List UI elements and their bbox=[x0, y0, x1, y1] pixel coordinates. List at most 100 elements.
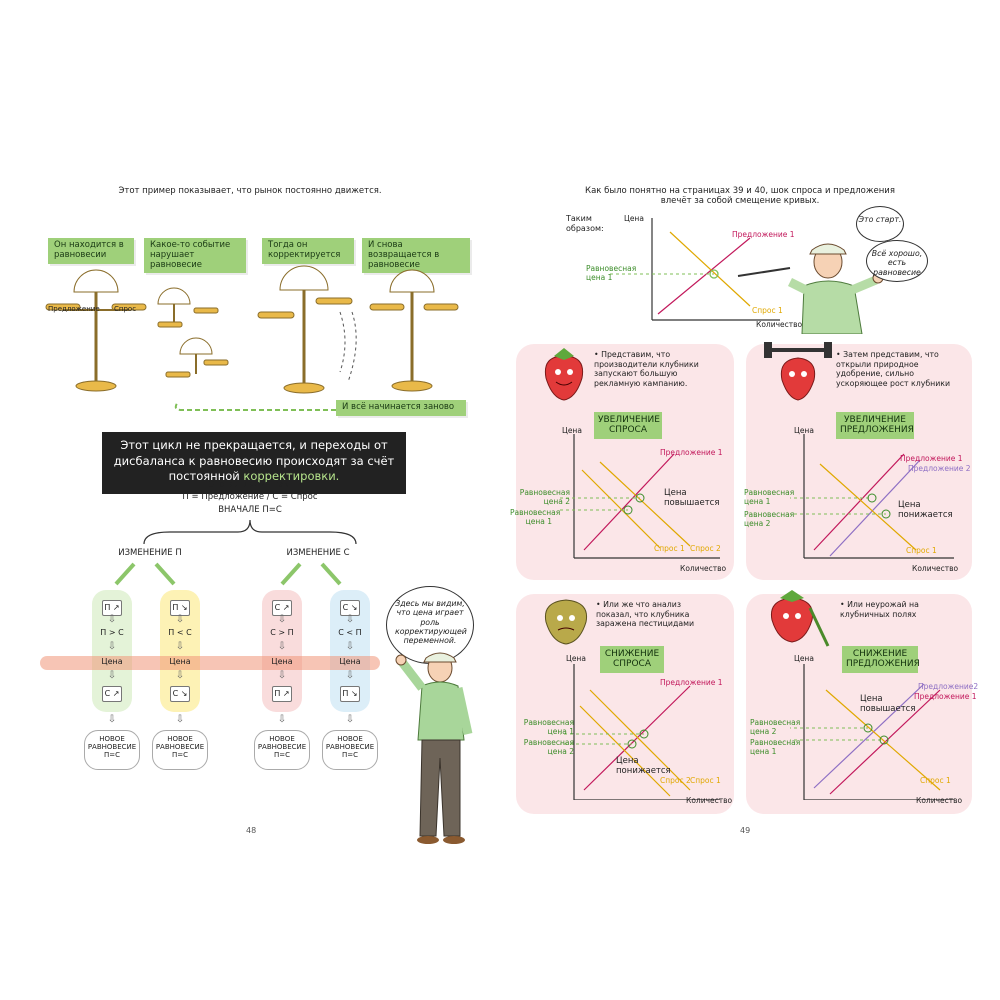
strawberry-strong bbox=[764, 342, 832, 401]
col2-arrow-1: ⇩ bbox=[175, 614, 185, 625]
panel4-chart bbox=[790, 664, 954, 800]
bubble-good: Всё хорошо, есть равновесие bbox=[866, 240, 928, 282]
restart-tag: И всё начинается заново bbox=[336, 400, 466, 416]
scale-tag-2: Какое-то событие нарушает равновесие bbox=[144, 238, 246, 274]
panel3-d1: Спрос 1 bbox=[690, 776, 721, 785]
top-ylabel: Цена bbox=[624, 214, 644, 223]
top-eq-label: Равновесная цена 1 bbox=[586, 264, 637, 282]
col2-arrow-4: ⇩ bbox=[175, 714, 185, 725]
col3-end: П ↗ bbox=[272, 686, 292, 702]
col4-arrow-1: ⇩ bbox=[345, 614, 355, 625]
col3-arrow-1: ⇩ bbox=[277, 614, 287, 625]
panel2-s2: Предложение 2 bbox=[908, 464, 971, 473]
strawberry-crying bbox=[770, 590, 830, 647]
col4-mid: С < П bbox=[338, 628, 362, 637]
col1-top: П ↗ bbox=[102, 600, 122, 616]
col4-arrow-3: ⇩ bbox=[345, 670, 355, 681]
pointer-stick bbox=[737, 267, 791, 277]
panel4-note: Цена повышается bbox=[860, 694, 916, 714]
col1-end: С ↗ bbox=[102, 686, 122, 702]
panel4-eq-bottom: Равновесная цена 1 bbox=[750, 738, 801, 756]
restart-arrow bbox=[174, 401, 448, 411]
scale-tag-1: Он находится в равновесии bbox=[48, 238, 134, 264]
branch-arrows bbox=[114, 562, 342, 586]
col2-end: С ↘ bbox=[170, 686, 190, 702]
black-box-line-3b: корректировки. bbox=[243, 469, 340, 484]
panel1-supply: Предложение 1 bbox=[660, 448, 723, 457]
initial-state: ВНАЧАЛЕ П=С bbox=[218, 505, 282, 515]
col2-price: Цена bbox=[169, 657, 191, 666]
col2-arrow-3: ⇩ bbox=[175, 670, 185, 681]
col3-mid: С > П bbox=[270, 628, 294, 637]
panel1-eq-bottom: Равновесная цена 1 bbox=[510, 508, 561, 526]
col1-arrow-2: ⇩ bbox=[107, 641, 117, 652]
panel2-note: Цена понижается bbox=[898, 500, 953, 520]
looks-like: Это выглядит так: bbox=[208, 480, 292, 490]
panel1-text: • Представим, что производители клубники… bbox=[594, 350, 699, 389]
panel1-chart bbox=[560, 434, 720, 559]
panel3-eq-top: Равновесная цена 1 bbox=[523, 718, 574, 736]
panel2-xlabel: Количество bbox=[912, 564, 959, 573]
top-chart-prefix: Таким образом: bbox=[566, 214, 604, 233]
top-xlabel: Количество bbox=[756, 320, 803, 329]
panel3-title: СНИЖЕНИЕ СПРОСА bbox=[600, 646, 664, 673]
panel3-ylabel: Цена bbox=[566, 654, 586, 663]
panel3-chart bbox=[560, 664, 720, 800]
col4-price: Цена bbox=[339, 657, 361, 666]
panel1-d1: Спрос 1 bbox=[654, 544, 685, 553]
panel3-text: • Или же что анализ показал, что клубник… bbox=[596, 600, 695, 629]
col3-arrow-2: ⇩ bbox=[277, 641, 287, 652]
panel4-s1: Предложение 1 bbox=[914, 692, 977, 701]
panel3-xlabel: Количество bbox=[686, 796, 733, 805]
panel2-eq-top: Равновесная цена 1 bbox=[744, 488, 795, 506]
panel3-note: Цена понижается bbox=[616, 756, 671, 776]
panel2-ylabel: Цена bbox=[794, 426, 814, 435]
branch-right-label: ИЗМЕНЕНИЕ С bbox=[286, 548, 350, 558]
panel4-xlabel: Количество bbox=[916, 796, 963, 805]
price-highlight-band bbox=[40, 656, 380, 670]
col1-arrow-1: ⇩ bbox=[107, 614, 117, 625]
panel3-supply: Предложение 1 bbox=[660, 678, 723, 687]
col4-arrow-2: ⇩ bbox=[345, 641, 355, 652]
panel2-title: УВЕЛИЧЕНИЕ ПРЕДЛОЖЕНИЯ bbox=[836, 412, 914, 439]
bubble-start: Это старт. bbox=[856, 206, 904, 242]
man-character-left bbox=[395, 652, 473, 844]
scale-tag-3: Тогда он корректируется bbox=[262, 238, 354, 264]
panel2-demand: Спрос 1 bbox=[906, 546, 937, 555]
panel2-text: • Затем представим, что открыли природно… bbox=[836, 350, 951, 389]
col4-arrow-4: ⇩ bbox=[345, 714, 355, 725]
col3-arrow-4: ⇩ bbox=[277, 714, 287, 725]
black-box-line-2: дисбаланса к равновесию происходят за сч… bbox=[113, 453, 395, 468]
panel2-chart bbox=[790, 434, 954, 559]
col2-arrow-2: ⇩ bbox=[175, 641, 185, 652]
speech-bubble-left: Здесь мы видим, что цена играет роль кор… bbox=[386, 586, 474, 664]
cycle-black-box: Этот цикл не прекращается, и переходы от… bbox=[102, 432, 406, 494]
balance-scales-illustration bbox=[45, 265, 459, 394]
top-chart bbox=[610, 218, 780, 321]
panel2-eq-bottom: Равновесная цена 2 bbox=[744, 510, 795, 528]
black-box-line-3a: постоянной bbox=[168, 469, 244, 484]
right-intro-1: Как было понятно на страницах 39 и 40, ш… bbox=[585, 186, 895, 196]
panel4-eq-top: Равновесная цена 2 bbox=[750, 718, 801, 736]
panel3-d2: Спрос 2 bbox=[660, 776, 691, 785]
panel1-title: УВЕЛИЧЕНИЕ СПРОСА bbox=[594, 412, 662, 439]
panel2-s1: Предложение 1 bbox=[900, 454, 963, 463]
strawberry-sick bbox=[544, 599, 588, 645]
right-page-number: 49 bbox=[740, 826, 751, 835]
panel1-d2: Спрос 2 bbox=[690, 544, 721, 553]
panel1-eq-top: Равновесная цена 2 bbox=[519, 488, 570, 506]
col4-top: С ↘ bbox=[340, 600, 360, 616]
top-supply-label: Предложение 1 bbox=[732, 230, 795, 239]
top-demand-label: Спрос 1 bbox=[752, 306, 783, 315]
top-supply-line bbox=[657, 237, 751, 315]
panel1-note: Цена повышается bbox=[664, 488, 720, 508]
branch-left-label: ИЗМЕНЕНИЕ П bbox=[118, 548, 182, 558]
strawberry-happy bbox=[544, 348, 584, 401]
panel4-title: СНИЖЕНИЕ ПРЕДЛОЖЕНИЯ bbox=[842, 646, 920, 673]
right-intro-2: влечёт за собой смещение кривых. bbox=[660, 196, 820, 206]
panel4-text: • Или неурожай на клубничных полях bbox=[840, 600, 919, 619]
col1-mid: П > С bbox=[100, 628, 124, 637]
